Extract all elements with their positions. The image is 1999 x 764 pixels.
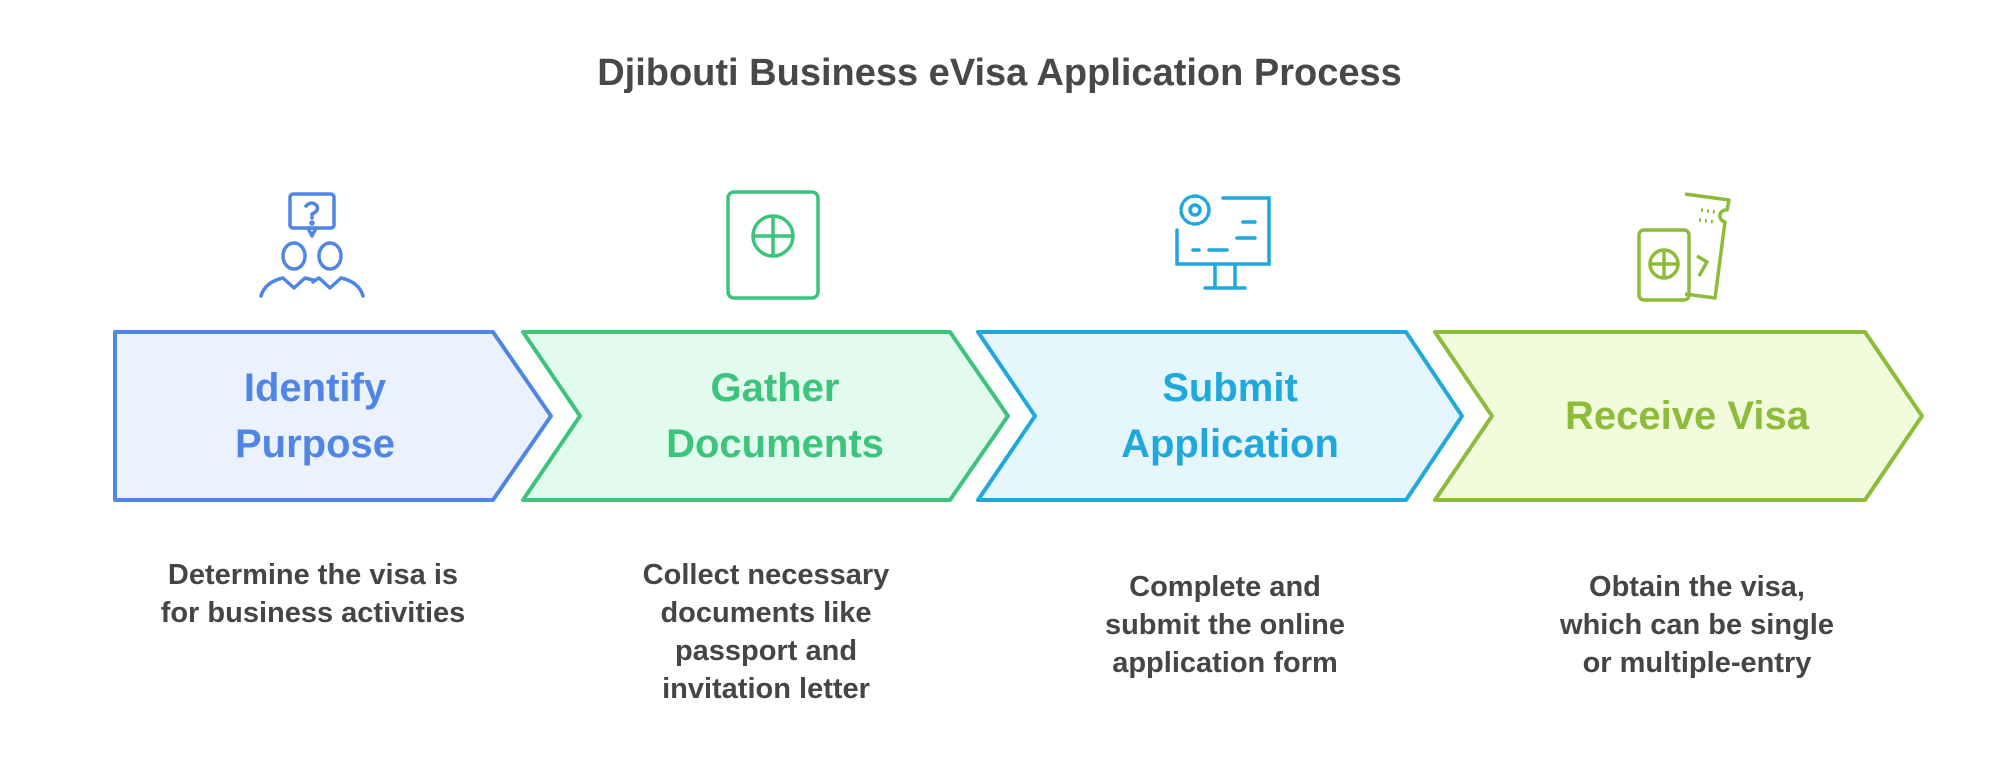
- desc-line: Collect necessary: [642, 559, 890, 591]
- desc-line: Determine the visa is: [167, 559, 459, 591]
- step-description-submit: Complete and submit the online application…: [1045, 568, 1405, 682]
- step-description-receive: Obtain the visa, which can be single or mu…: [1517, 568, 1877, 682]
- people-question-icon: [259, 192, 365, 298]
- label-line: Submit: [1162, 366, 1298, 410]
- desc-line: application form: [1112, 647, 1338, 679]
- label-line: Documents: [666, 422, 884, 466]
- label-line: Purpose: [234, 422, 396, 466]
- desc-line: passport and: [674, 635, 858, 667]
- step-label-receive-visa: Receive Visa: [1492, 330, 1882, 502]
- desc-line: Complete and: [1129, 571, 1321, 603]
- label-line: Identify: [243, 366, 387, 410]
- step-shape-receive: [1433, 330, 1924, 502]
- desc-line: documents like: [660, 597, 872, 629]
- diagram-title: Djibouti Business eVisa Application Proc…: [597, 52, 1402, 94]
- step-shape-gather: [521, 330, 1010, 502]
- label-line: Receive Visa: [1565, 394, 1809, 438]
- desc-line: invitation letter: [662, 673, 870, 705]
- computer-settings-icon: [1175, 194, 1271, 290]
- step-description-gather: Collect necessary documents like passport …: [586, 556, 946, 708]
- desc-line: or multiple-entry: [1582, 647, 1812, 679]
- step-shape-submit: [976, 330, 1464, 502]
- desc-line: Obtain the visa,: [1589, 571, 1805, 603]
- desc-line: which can be single: [1560, 609, 1834, 641]
- label-line: Gather: [710, 366, 840, 410]
- step-description-identify: Determine the visa is for business activi…: [133, 556, 493, 632]
- passport-icon: [726, 190, 820, 300]
- step-shape-identify: [113, 330, 553, 502]
- label-line: Application: [1121, 422, 1339, 466]
- desc-line: for business activities: [160, 597, 466, 629]
- passport-ticket-icon: [1637, 192, 1731, 302]
- desc-line: submit the online: [1104, 609, 1346, 641]
